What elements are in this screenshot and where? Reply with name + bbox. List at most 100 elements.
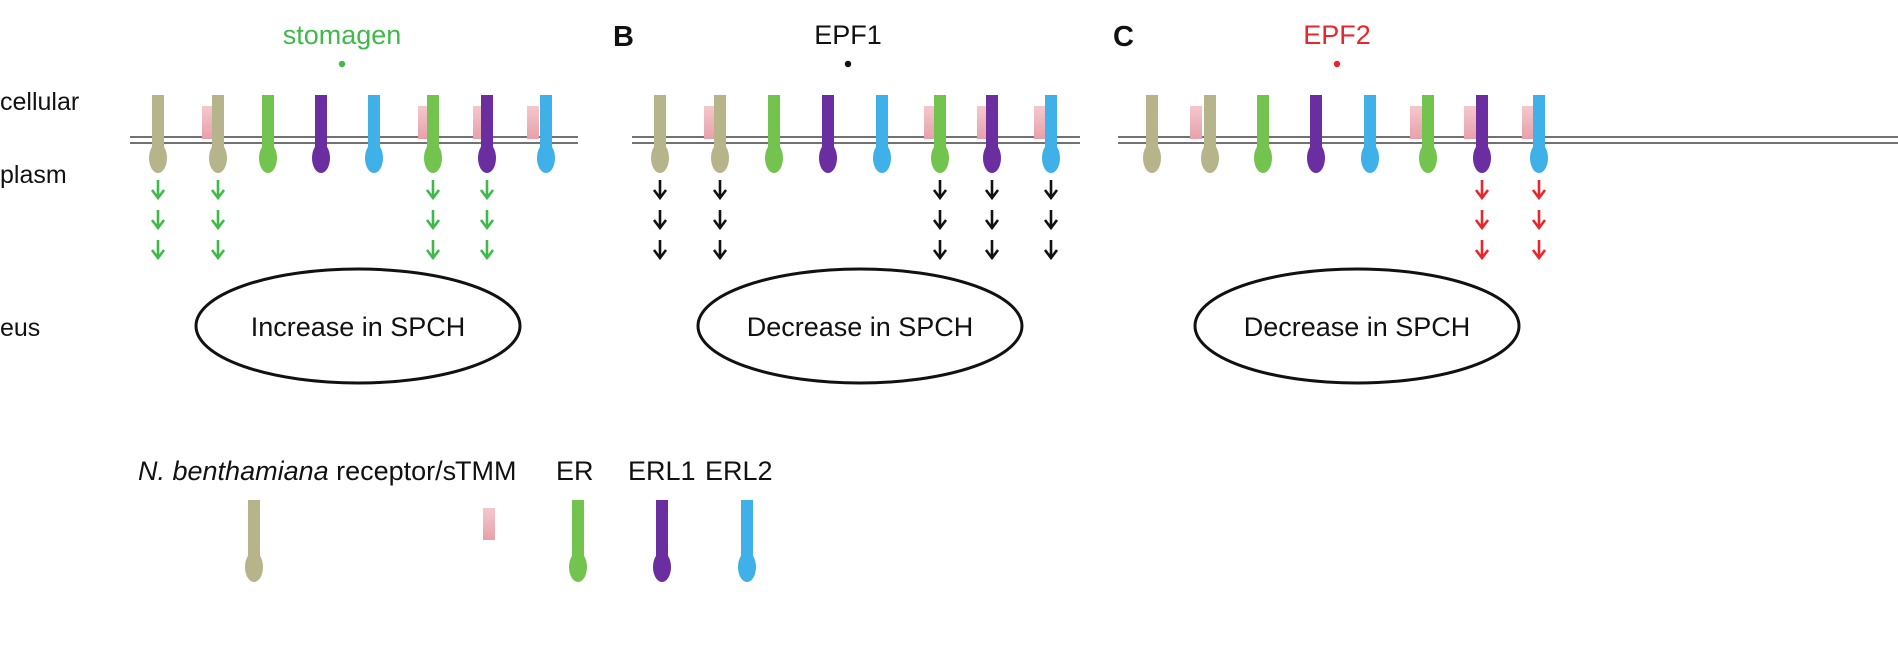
signaling-arrow: [712, 180, 728, 201]
extracellular-label: cellular: [0, 88, 79, 116]
legend-ngr-glyph: [245, 500, 263, 582]
er-receptor: [424, 95, 442, 173]
signaling-arrow: [210, 210, 226, 231]
panel-b-outcome: Decrease in SPCH: [747, 312, 974, 342]
legend-erl2-glyph: [738, 500, 756, 582]
signaling-arrow: [984, 180, 1000, 201]
signaling-arrow: [1043, 210, 1059, 231]
tmm-receptor: [1464, 106, 1476, 139]
erl2-receptor: [365, 95, 383, 173]
signaling-arrow: [150, 180, 166, 201]
erl1-receptor: [819, 95, 837, 173]
panel-a-outcome: Increase in SPCH: [251, 312, 466, 342]
ngr-receptor: [1201, 95, 1219, 173]
panel-a-nucleus: [194, 267, 522, 385]
ngr-receptor: [209, 95, 227, 173]
signaling-arrow: [479, 210, 495, 231]
erl1-receptor: [478, 95, 496, 173]
legend-title: N. benthamiana receptor/s: [138, 456, 456, 486]
ngr-receptor: [711, 95, 729, 173]
er-receptor: [765, 95, 783, 173]
erl2-receptor: [1042, 95, 1060, 173]
ngr-receptor: [1143, 95, 1161, 173]
panel-b-peptide-name: EPF1: [814, 20, 882, 50]
signaling-arrow: [1531, 210, 1547, 231]
erl2-receptor: [1361, 95, 1379, 173]
panel-a-peptide-name: stomagen: [283, 20, 402, 50]
signaling-arrow: [1474, 210, 1490, 231]
signaling-arrow: [210, 180, 226, 201]
panel-c-signaling-arrows: [1474, 180, 1547, 261]
signaling-arrow: [210, 240, 226, 261]
panel-a: stomagen Increase in SPCH: [130, 20, 578, 385]
signaling-arrow: [712, 210, 728, 231]
ngr-receptor: [149, 95, 167, 173]
cytoplasm-label: plasm: [0, 161, 67, 189]
legend-tmm-glyph: [483, 508, 495, 540]
panel-b-letter: B: [613, 21, 634, 53]
erl2-receptor: [537, 95, 555, 173]
signaling-arrow: [932, 180, 948, 201]
tmm-receptor: [704, 106, 716, 139]
legend-er-glyph: [569, 500, 587, 582]
legend-glyphs: [245, 500, 756, 582]
signaling-arrow: [1043, 240, 1059, 261]
tmm-receptor: [527, 106, 539, 139]
signaling-arrow: [932, 210, 948, 231]
signaling-arrow: [984, 240, 1000, 261]
nucleus-label: eus: [0, 314, 40, 342]
panel-c-outcome: Decrease in SPCH: [1244, 312, 1471, 342]
signaling-arrow: [425, 240, 441, 261]
er-receptor: [1254, 95, 1272, 173]
signaling-arrow: [1474, 240, 1490, 261]
panel-c-letter: C: [1113, 21, 1134, 53]
panel-c-receptors: [1143, 95, 1548, 173]
signaling-arrow: [1043, 180, 1059, 201]
erl2-receptor: [1530, 95, 1548, 173]
signaling-arrow: [150, 240, 166, 261]
signaling-arrow: [479, 180, 495, 201]
legend-erl1-glyph: [653, 500, 671, 582]
signaling-arrow: [652, 240, 668, 261]
legend-suffix: receptor/s: [329, 456, 457, 486]
legend-label-er: ER: [556, 456, 594, 486]
panel-c-peptide-dot: [1333, 60, 1341, 68]
signaling-arrow: [425, 210, 441, 231]
panel-b-peptide-dot: [844, 60, 852, 68]
signaling-arrow: [984, 210, 1000, 231]
signaling-arrow: [479, 240, 495, 261]
signaling-arrow: [150, 210, 166, 231]
signaling-arrow: [652, 210, 668, 231]
erl1-receptor: [312, 95, 330, 173]
tmm-receptor: [1190, 106, 1202, 139]
tmm-receptor: [202, 106, 214, 139]
panel-b-nucleus: [696, 267, 1024, 385]
signaling-arrow: [652, 180, 668, 201]
ngr-receptor: [651, 95, 669, 173]
erl2-receptor: [873, 95, 891, 173]
panel-b-receptors: [651, 95, 1060, 173]
signaling-arrow: [932, 240, 948, 261]
legend-label-erl1: ERL1: [628, 456, 696, 486]
legend-label-erl2: ERL2: [705, 456, 773, 486]
erl1-receptor: [1307, 95, 1325, 173]
signaling-arrow: [1531, 180, 1547, 201]
er-receptor: [931, 95, 949, 173]
signaling-arrow: [425, 180, 441, 201]
tmm-receptor: [1522, 106, 1534, 139]
signaling-arrow: [712, 240, 728, 261]
legend-species: N. benthamiana: [138, 456, 329, 486]
er-receptor: [259, 95, 277, 173]
tmm-receptor: [924, 106, 936, 139]
panel-a-receptors: [149, 95, 555, 173]
signaling-arrow: [1531, 240, 1547, 261]
panel-b-signaling-arrows: [652, 180, 1059, 261]
panel-c-nucleus: [1193, 267, 1521, 385]
erl1-receptor: [983, 95, 1001, 173]
tmm-receptor: [1034, 106, 1046, 139]
er-receptor: [1419, 95, 1437, 173]
legend-label-tmm: TMM: [455, 456, 516, 486]
erl1-receptor: [1473, 95, 1491, 173]
signaling-arrow: [1474, 180, 1490, 201]
